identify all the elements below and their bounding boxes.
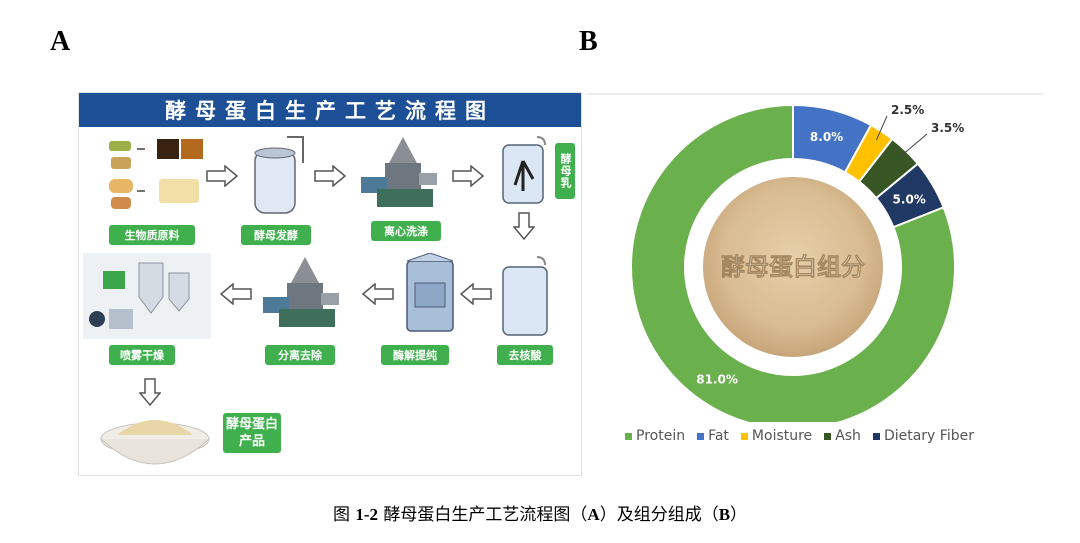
arrow-down-icon: [513, 212, 535, 241]
caption-number: 1-2: [355, 505, 379, 524]
arrow-down-icon: [139, 378, 161, 407]
step-label-biomass: 生物质原料: [109, 225, 195, 245]
nucleic-acid-removal-image: [497, 255, 557, 339]
caption-mid: ）及组分组成（: [599, 505, 719, 525]
step-label-nucleic-acid-removal: 去核酸: [497, 345, 553, 365]
legend-label: Dietary Fiber: [883, 428, 974, 444]
yeast-protein-powder-image: [95, 399, 215, 471]
arrow-right-icon: [314, 165, 347, 187]
donut-center-label: 酵母蛋白组分: [721, 253, 865, 281]
legend-item-fat: Fat: [697, 428, 729, 444]
slice-label-dietary-fiber: 5.0%: [893, 192, 926, 206]
arrow-left-icon: [219, 283, 252, 305]
flow-title: 酵母蛋白生产工艺流程图: [165, 99, 495, 123]
separation-centrifuge-image: [257, 253, 353, 339]
step-label-enzymatic-purification: 酶解提纯: [381, 345, 449, 365]
figure-caption: 图 1-2 酵母蛋白生产工艺流程图（A）及组分组成（B）: [0, 500, 1080, 525]
step-label-yeast-protein-product: 酵母蛋白产品: [223, 413, 281, 453]
step-label-fermentation: 酵母发酵: [241, 225, 311, 245]
legend-label: Moisture: [751, 428, 813, 444]
arrow-right-icon: [206, 165, 239, 187]
spray-dryer-image: [83, 253, 211, 339]
slice-label-moisture: 2.5%: [891, 103, 924, 117]
arrow-right-icon: [452, 165, 485, 187]
legend-swatch: [740, 432, 748, 440]
legend-label: Fat: [708, 428, 729, 444]
biomass-material-image: [107, 135, 207, 217]
arrow-left-icon: [361, 283, 394, 305]
legend-label: Ash: [835, 428, 861, 444]
slice-label-ash: 3.5%: [931, 121, 964, 135]
step-label-yeast-milk: 酵母乳: [555, 143, 575, 199]
leader-line-moisture: [875, 115, 888, 141]
legend-swatch: [625, 432, 632, 440]
step-label-separation-removal: 分离去除: [265, 345, 335, 365]
donut-slice-protein: [630, 103, 956, 430]
arrow-left-icon: [459, 283, 492, 305]
leader-line-ash: [898, 133, 928, 159]
flow-header: 酵母蛋白生产工艺流程图: [79, 93, 581, 127]
caption-prefix: 图: [332, 505, 350, 525]
yeast-milk-tank-image: [497, 135, 553, 207]
centrifuge-image: [355, 133, 451, 217]
caption-end: ）: [730, 505, 748, 525]
legend-swatch: [697, 432, 705, 440]
enzymatic-hydrolysis-image: [399, 252, 461, 339]
legend-item-moisture: Moisture: [740, 428, 813, 444]
caption-a: A: [587, 505, 600, 524]
caption-b: B: [718, 505, 731, 524]
panel-label-b: B: [579, 26, 598, 57]
composition-donut-chart: 酵母蛋白组分 8.0% 2.5% 3.5% 5.0% 81.0% Protein Fat M…: [585, 92, 1045, 474]
legend-item-protein: Protein: [625, 428, 685, 444]
slice-label-fat: 8.0%: [810, 130, 843, 144]
chart-legend: Protein Fat Moisture Ash Dietary Fiber: [625, 428, 974, 444]
legend-label: Protein: [636, 428, 686, 444]
step-label-spray-drying: 喷雾干燥: [109, 345, 175, 365]
legend-item-ash: Ash: [824, 428, 861, 444]
panel-label-a: A: [50, 26, 71, 57]
yeast-powder-image: [703, 177, 883, 357]
process-flow-diagram: 酵母蛋白生产工艺流程图 生物质原料 酵母发酵: [78, 92, 582, 476]
legend-swatch: [824, 432, 832, 440]
caption-text: 酵母蛋白生产工艺流程图（: [383, 505, 588, 525]
slice-label-protein: 81.0%: [696, 373, 738, 387]
fermenter-image: [247, 133, 309, 217]
legend-swatch: [872, 432, 880, 440]
donut-svg: 酵母蛋白组分 8.0% 2.5% 3.5% 5.0% 81.0%: [585, 93, 1043, 430]
legend-item-dietary-fiber: Dietary Fiber: [872, 428, 974, 444]
step-label-centrifuge-wash: 离心洗涤: [371, 221, 441, 241]
